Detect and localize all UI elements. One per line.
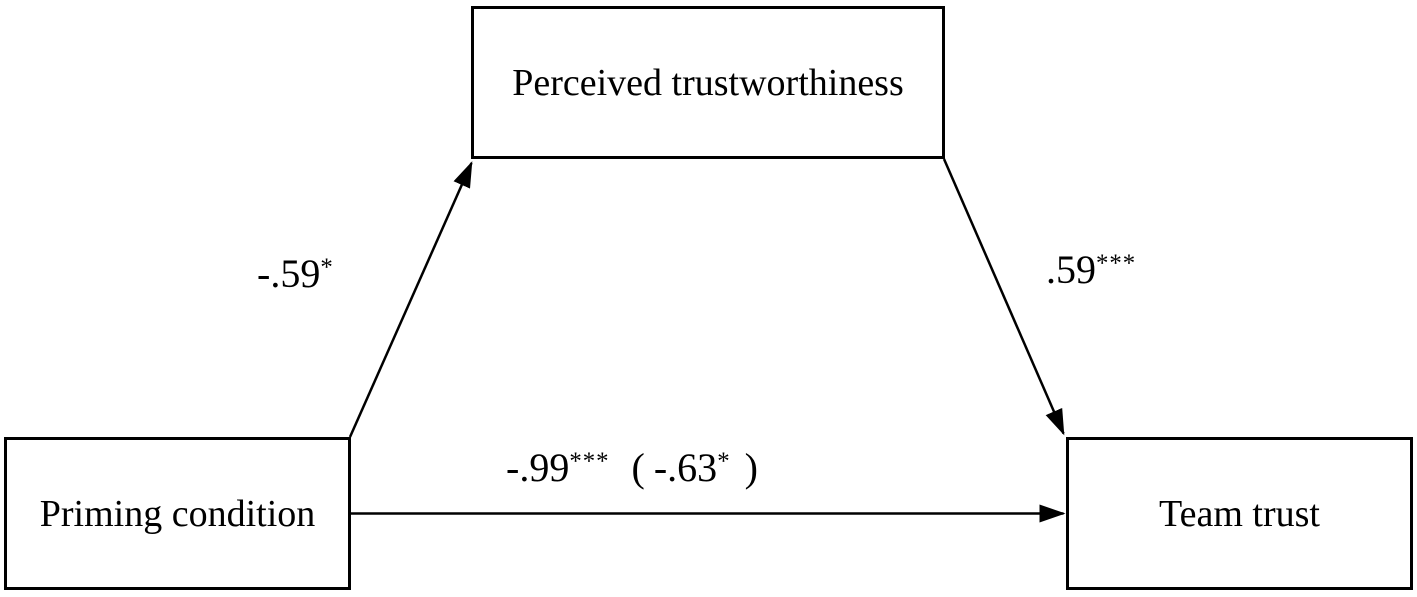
path-c-coefficient: -.99 <box>506 445 570 490</box>
path-c-paren-open: ( <box>631 445 645 490</box>
path-a-arrow <box>348 161 473 438</box>
path-c-paren-coefficient: -.63 <box>653 445 718 490</box>
path-a-coefficient: -.59 <box>257 251 321 296</box>
predictor-box: Priming condition <box>4 437 351 590</box>
predictor-label: Priming condition <box>39 492 316 535</box>
path-b-coefficient: .59 <box>1046 247 1096 292</box>
outcome-label: Team trust <box>1159 492 1320 535</box>
path-b-significance: *** <box>1096 249 1137 277</box>
path-b-arrow <box>942 158 1065 436</box>
mediator-label: Perceived trustworthiness <box>512 61 904 104</box>
path-c-label: -.99*** (-.63*) <box>506 446 758 490</box>
mediator-box: Perceived trustworthiness <box>471 6 945 159</box>
path-b-label: .59*** <box>1046 248 1136 292</box>
path-c-significance: *** <box>569 447 610 475</box>
path-c-paren-close: ) <box>744 445 758 490</box>
path-a-significance: * <box>320 253 334 281</box>
path-c-paren-significance: * <box>717 447 731 475</box>
outcome-box: Team trust <box>1066 437 1413 590</box>
path-a-label: -.59* <box>257 252 334 296</box>
